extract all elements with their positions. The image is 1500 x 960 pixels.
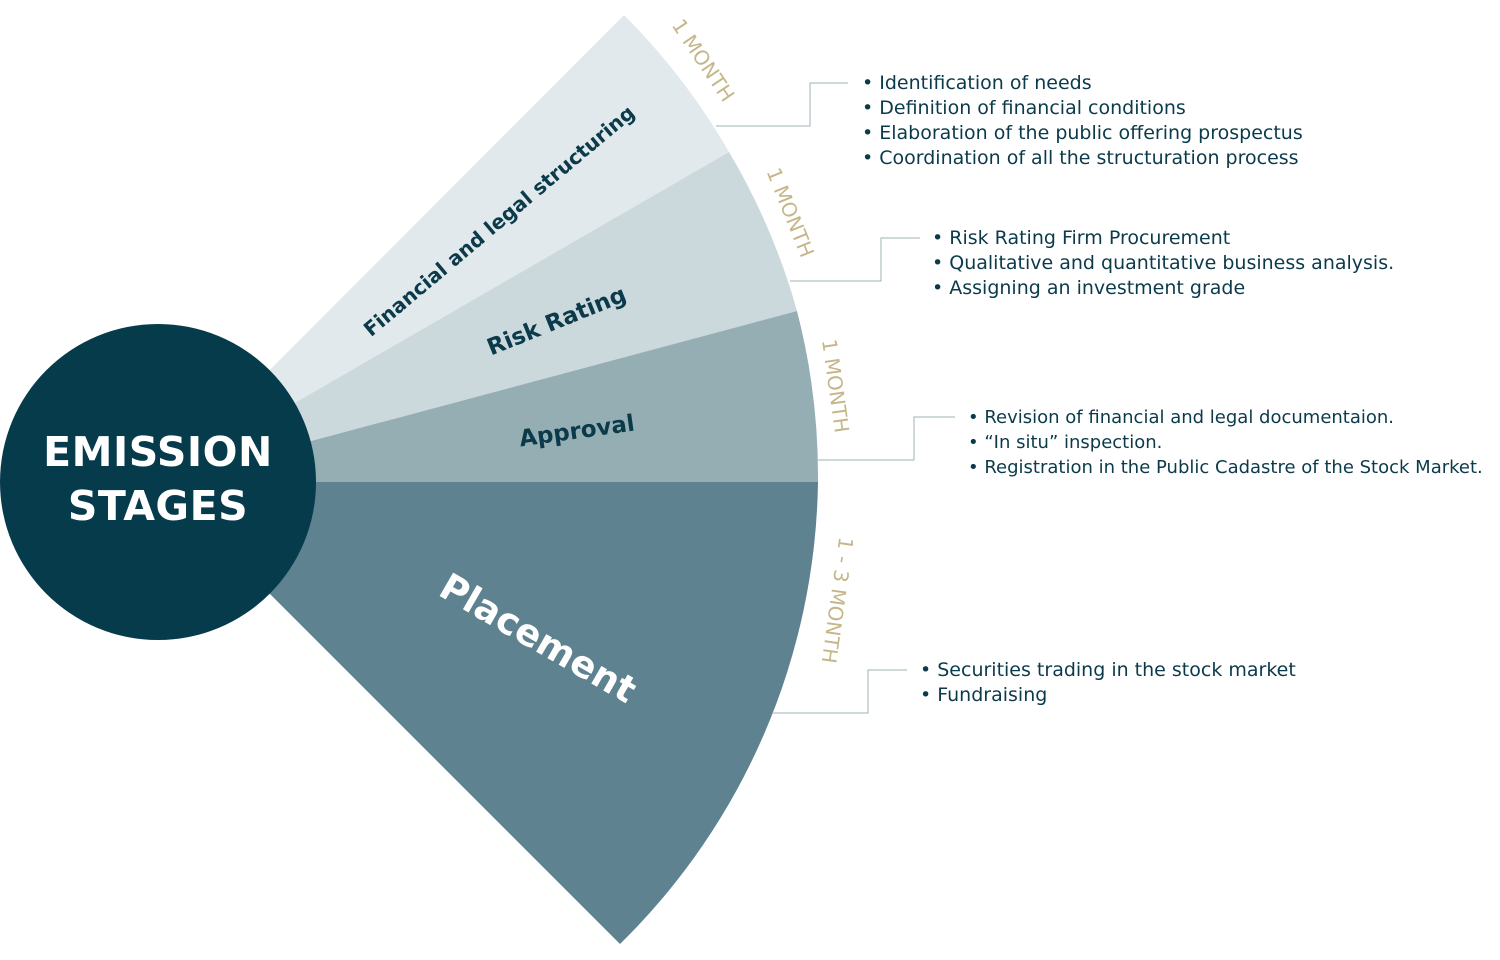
stage-items-risk-rating: Risk Rating Firm Procurement Qualitative… xyxy=(932,226,1394,301)
center-title-line1: EMISSION xyxy=(43,428,273,476)
connector-line-placement xyxy=(772,669,907,714)
stage-items-placement: Securities trading in the stock market F… xyxy=(920,658,1296,708)
duration-label-placement: 1 - 3 MONTH xyxy=(817,536,858,665)
list-item: Qualitative and quantitative business an… xyxy=(932,251,1394,276)
sector-financial-legal-structuring xyxy=(158,15,729,482)
sector-placement xyxy=(158,482,818,944)
stage-items-structuring: Identification of needs Definition of fi… xyxy=(862,71,1303,171)
list-item: Coordination of all the structuration pr… xyxy=(862,146,1303,171)
center-circle xyxy=(0,324,316,640)
duration-label-approval: 1 MONTH xyxy=(817,337,854,434)
list-item: Identification of needs xyxy=(862,71,1303,96)
connector-line-structuring xyxy=(716,82,848,127)
sector-risk-rating xyxy=(158,152,797,482)
center-title-line2: STAGES xyxy=(68,482,248,530)
list-item: Definition of financial conditions xyxy=(862,96,1303,121)
list-item: “In situ” inspection. xyxy=(968,430,1483,455)
list-item: Assigning an investment grade xyxy=(932,276,1394,301)
stage-items-approval: Revision of financial and legal document… xyxy=(968,405,1483,480)
connector-line-approval xyxy=(818,416,955,461)
list-item: Risk Rating Firm Procurement xyxy=(932,226,1394,251)
list-item: Registration in the Public Cadastre of t… xyxy=(968,455,1482,480)
list-item: Securities trading in the stock market xyxy=(920,658,1296,683)
connector-line-risk-rating xyxy=(790,237,920,282)
list-item: Elaboration of the public offering prosp… xyxy=(862,121,1302,146)
sector-approval xyxy=(158,311,819,482)
list-item: Revision of financial and legal document… xyxy=(968,405,1483,430)
list-item: Fundraising xyxy=(920,683,1296,708)
